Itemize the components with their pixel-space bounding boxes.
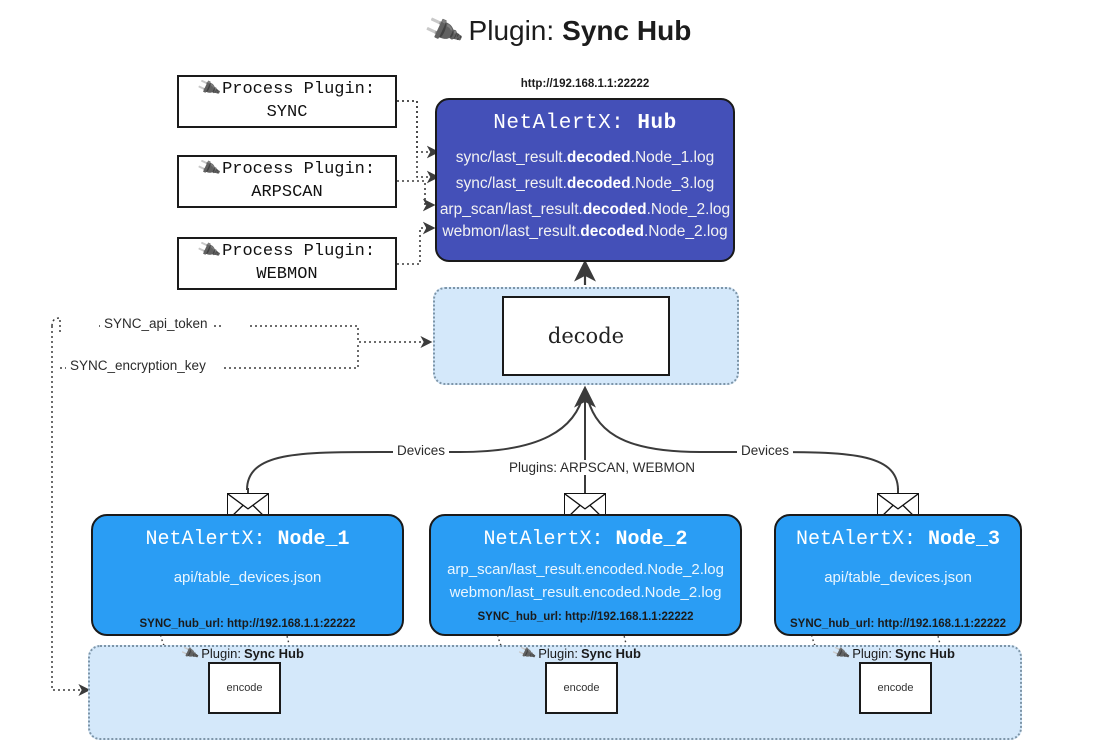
- node-title-name: Node_1: [277, 528, 350, 551]
- node-footer: SYNC_hub_url: http://192.168.1.1:22222: [789, 618, 1007, 630]
- node-footer: SYNC_hub_url: http://192.168.1.1:22222: [477, 611, 694, 623]
- encoder-caption: 🔌 Plugin: Sync Hub: [179, 642, 304, 663]
- plug-icon: 🔌: [421, 9, 465, 52]
- node-title-name: Node_2: [615, 528, 688, 551]
- process-plugin-value: WEBMON: [256, 264, 318, 284]
- hub-log-post: .Node_1.log: [630, 149, 715, 166]
- page-title: 🔌 Plugin: Sync Hub: [0, 10, 1117, 51]
- node-title: NetAlertX: Node_1: [93, 528, 402, 551]
- page-title-name: Sync Hub: [562, 14, 692, 46]
- decode-box[interactable]: decode: [502, 296, 670, 376]
- node-title: NetAlertX: Node_3: [776, 528, 1020, 551]
- node-line: arp_scan/last_result.encoded.Node_2.log: [447, 561, 724, 578]
- encode-box[interactable]: encode: [208, 662, 281, 714]
- hub-log-pre: sync/last_result.: [455, 149, 567, 166]
- hub-log-post: .Node_2.log: [646, 201, 731, 218]
- process-plugin-box-webmon[interactable]: 🔌 Process Plugin: WEBMON: [177, 237, 397, 290]
- secret-label-encryption-key: SYNC_encryption_key: [66, 358, 210, 373]
- node-title-name: Node_3: [928, 528, 1001, 551]
- page-title-prefix: Plugin:: [468, 14, 555, 46]
- node-box-node-2[interactable]: NetAlertX: Node_2 arp_scan/last_result.e…: [429, 514, 742, 636]
- secret-label-api-token: SYNC_api_token: [100, 316, 212, 331]
- hub-title: NetAlertX: Hub: [437, 112, 733, 135]
- encoder-caption: 🔌 Plugin: Sync Hub: [516, 642, 641, 663]
- hub-log-pre: webmon/last_result.: [442, 223, 581, 240]
- hub-title-prefix: NetAlertX:: [493, 112, 625, 135]
- process-plugin-box-sync[interactable]: 🔌 Process Plugin: SYNC: [177, 75, 397, 128]
- process-plugin-label: Process Plugin:: [222, 159, 376, 179]
- plug-icon: 🔌: [195, 156, 223, 182]
- node-to-decode-edges: [246, 391, 899, 491]
- plug-icon: 🔌: [830, 642, 852, 663]
- hub-log-em: decoded: [566, 175, 631, 192]
- process-plugin-value: ARPSCAN: [251, 182, 323, 202]
- hub-log-post: .Node_3.log: [630, 175, 715, 192]
- node-line: webmon/last_result.encoded.Node_2.log: [449, 584, 722, 601]
- encoder-caption-prefix: Plugin:: [852, 645, 892, 661]
- encode-box[interactable]: encode: [859, 662, 932, 714]
- encoder-caption-name: Sync Hub: [894, 645, 955, 661]
- encoder-caption-prefix: Plugin:: [201, 645, 241, 661]
- encoder-caption-name: Sync Hub: [243, 645, 304, 661]
- hub-log-pre: sync/last_result.: [455, 175, 567, 192]
- encoder-caption-prefix: Plugin:: [538, 645, 578, 661]
- edge-label-devices-left: Devices: [393, 443, 450, 458]
- plug-icon: 🔌: [195, 238, 223, 264]
- edge-label-plugins-center: Plugins: ARPSCAN, WEBMON: [505, 460, 700, 475]
- plug-icon: 🔌: [516, 642, 538, 663]
- hub-log-row: arp_scan/last_result.decoded.Node_2.log: [437, 201, 733, 219]
- hub-url-label: http://192.168.1.1:22222: [520, 78, 650, 90]
- hub-log-row: webmon/last_result.decoded.Node_2.log: [437, 223, 733, 241]
- node-line: api/table_devices.json: [824, 569, 972, 586]
- node-box-node-1[interactable]: NetAlertX: Node_1 api/table_devices.json…: [91, 514, 404, 636]
- node-title: NetAlertX: Node_2: [431, 528, 740, 551]
- node-title-prefix: NetAlertX:: [145, 528, 266, 551]
- hub-log-em: decoded: [582, 201, 647, 218]
- process-plugin-box-arpscan[interactable]: 🔌 Process Plugin: ARPSCAN: [177, 155, 397, 208]
- hub-log-post: .Node_2.log: [643, 223, 728, 240]
- encoder-caption-name: Sync Hub: [580, 645, 641, 661]
- node-box-node-3[interactable]: NetAlertX: Node_3 api/table_devices.json…: [774, 514, 1022, 636]
- hub-log-pre: arp_scan/last_result.: [439, 201, 583, 218]
- node-footer: SYNC_hub_url: http://192.168.1.1:22222: [139, 618, 356, 630]
- hub-box[interactable]: NetAlertX: Hub sync/last_result.decoded.…: [435, 98, 735, 262]
- edge-label-devices-right: Devices: [737, 443, 794, 458]
- encode-box[interactable]: encode: [545, 662, 618, 714]
- plug-icon: 🔌: [195, 76, 223, 102]
- process-plugin-value: SYNC: [266, 102, 308, 122]
- hub-log-em: decoded: [566, 149, 631, 166]
- node-line: api/table_devices.json: [173, 569, 322, 586]
- process-plugin-label: Process Plugin:: [222, 79, 376, 99]
- hub-log-row: sync/last_result.decoded.Node_1.log: [437, 149, 733, 167]
- node-title-prefix: NetAlertX:: [483, 528, 604, 551]
- encoder-caption: 🔌 Plugin: Sync Hub: [830, 642, 955, 663]
- node-title-prefix: NetAlertX:: [795, 528, 916, 551]
- process-plugin-label: Process Plugin:: [222, 241, 376, 261]
- hub-title-name: Hub: [637, 112, 677, 135]
- hub-log-em: decoded: [580, 223, 644, 240]
- plugin-to-hub-connectors: [397, 100, 440, 265]
- plug-icon: 🔌: [179, 642, 201, 663]
- hub-log-row: sync/last_result.decoded.Node_3.log: [437, 175, 733, 193]
